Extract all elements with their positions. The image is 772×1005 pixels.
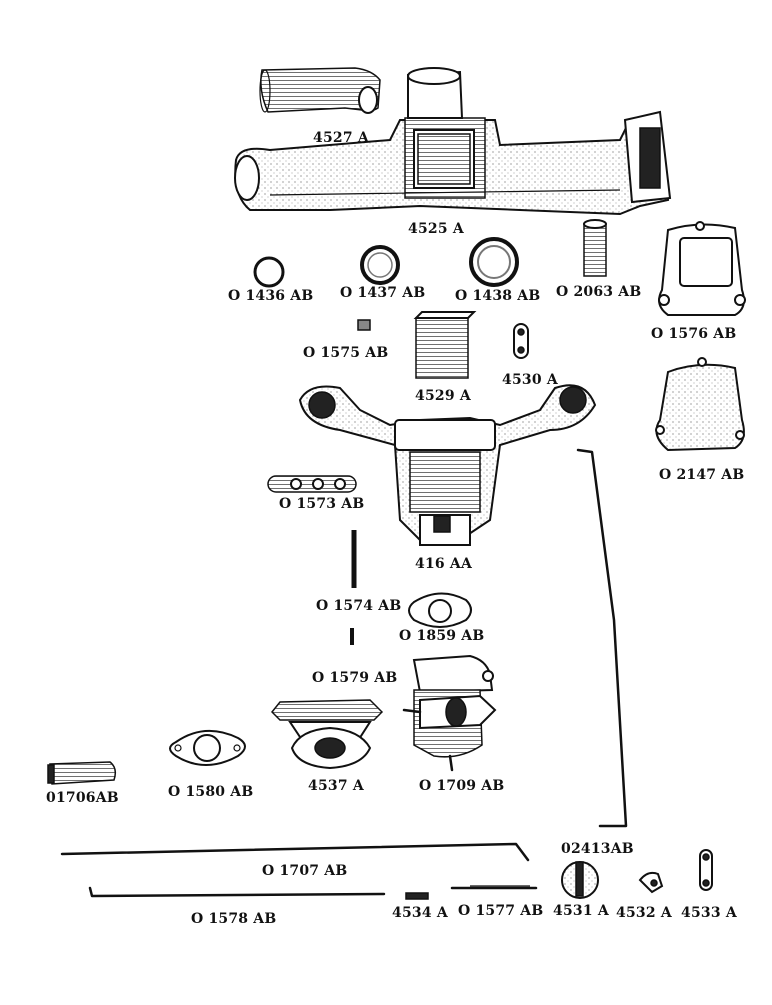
label-o2063ab: O 2063 AB (556, 284, 642, 300)
label-02413ab: 02413AB (561, 841, 634, 857)
part-o1576-gasket (658, 221, 746, 316)
label-o1577ab: O 1577 AB (458, 903, 544, 919)
part-o1436-ring (253, 256, 285, 288)
label-o1859ab: O 1859 AB (399, 628, 485, 644)
label-o1436ab: O 1436 AB (228, 288, 314, 304)
part-o1577ab-rod (450, 885, 538, 890)
label-o1707ab: O 1707 AB (262, 863, 348, 879)
label-o1579ab: O 1579 AB (312, 670, 398, 686)
label-o2147ab: O 2147 AB (659, 467, 745, 483)
part-01706ab-strap (47, 761, 117, 785)
label-4532a: 4532 A (616, 905, 672, 921)
part-o1573-clamp-bar (267, 475, 357, 493)
label-o1438ab: O 1438 AB (455, 288, 541, 304)
label-o1580ab: O 1580 AB (168, 784, 254, 800)
label-o1574ab: O 1574 AB (316, 598, 402, 614)
part-4531a-lever (561, 861, 599, 899)
label-o1575ab: O 1575 AB (303, 345, 389, 361)
part-o2147-gasket (655, 357, 745, 452)
part-4533a-link (699, 849, 713, 891)
label-o1576ab: O 1576 AB (651, 326, 737, 342)
label-4527a: 4527 A (313, 130, 369, 146)
part-o1580-gasket (169, 729, 246, 766)
part-4529a-heater-plate (413, 311, 477, 379)
label-4529a: 4529 A (415, 388, 471, 404)
part-4525a-intake-manifold (234, 67, 672, 216)
part-416aa-exhaust-manifold (298, 384, 597, 546)
label-4537a: 4537 A (308, 778, 364, 794)
label-4533a: 4533 A (681, 905, 737, 921)
part-o1437-ring (360, 245, 400, 285)
part-4532a-clip (638, 871, 664, 894)
part-o1578ab-long-rod (88, 886, 386, 898)
label-o1578ab: O 1578 AB (191, 911, 277, 927)
label-4525a: 4525 A (408, 221, 464, 237)
part-4534a-pin (405, 892, 429, 900)
part-o1859-gasket (408, 592, 472, 628)
part-o1575-key (357, 319, 371, 331)
part-02413ab-long-rod (576, 448, 628, 828)
part-4530a-link (513, 323, 529, 359)
label-4534a: 4534 A (392, 905, 448, 921)
label-o1437ab: O 1437 AB (340, 285, 426, 301)
part-o1438-ring (469, 237, 519, 287)
part-4537a-adapter (270, 699, 384, 770)
part-o2063-sleeve (583, 219, 607, 277)
label-4530a: 4530 A (502, 372, 558, 388)
part-4527a-elbow-tube (259, 67, 381, 114)
label-o1709ab: O 1709 AB (419, 778, 505, 794)
label-4531a: 4531 A (553, 903, 609, 919)
label-01706ab: 01706AB (46, 790, 119, 806)
part-o1709-carburetor (402, 654, 497, 772)
label-o1573ab: O 1573 AB (279, 496, 365, 512)
label-416aa: 416 AA (415, 556, 473, 572)
part-o1707ab-long-rod (60, 842, 530, 862)
